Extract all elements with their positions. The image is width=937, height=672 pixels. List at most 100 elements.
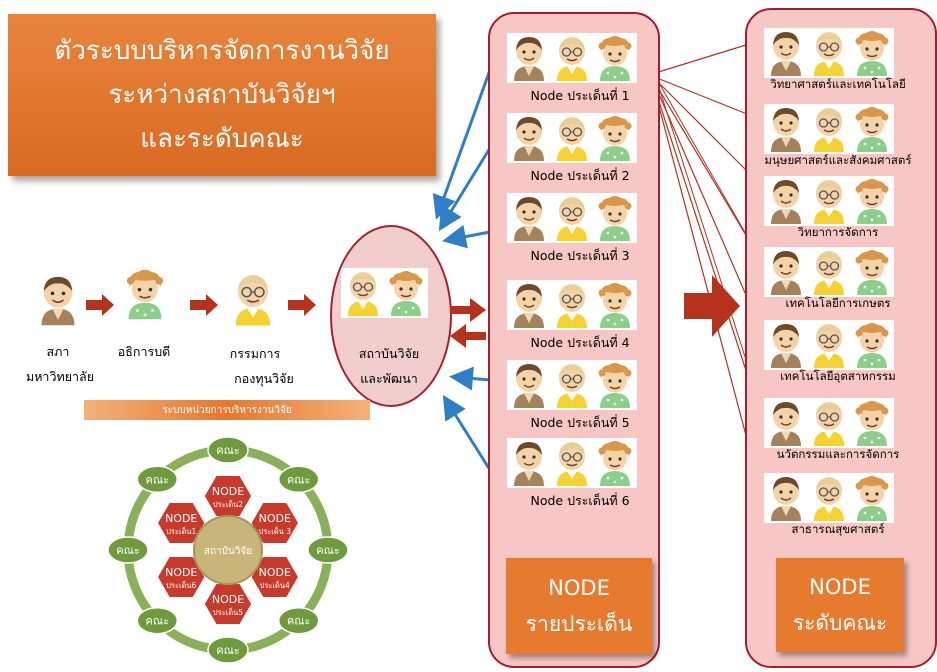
mini-diagram-header: ระบบหน่วยการบริหารงานวิจัย: [84, 400, 370, 420]
mini-faculty-ellipse: [136, 606, 179, 635]
person-green-icon: [595, 115, 635, 161]
person-brown-icon: [766, 400, 806, 446]
person-green-icon: [852, 30, 892, 76]
person-brown-icon: [509, 282, 549, 328]
person-yellow-icon: [552, 195, 592, 241]
title-line-1: ตัวระบบบริหารจัดการงานวิจัย: [54, 36, 390, 66]
issue-node-label: Node ประเด็นที่ 2: [530, 168, 630, 183]
committee-label-1: กรรมการ: [229, 346, 281, 361]
mini-faculty-ellipse: [136, 465, 179, 494]
mini-faculty-ellipse: [307, 536, 349, 564]
mini-node-label: NODE: [212, 593, 244, 606]
president-figure-icon: [125, 268, 165, 321]
mini-faculty-label: คณะ: [146, 615, 169, 628]
mini-faculty-label: คณะ: [287, 473, 310, 486]
mini-node-hexagon: [156, 555, 207, 599]
faculty-node-label: วิทยาการจัดการ: [797, 225, 879, 239]
mini-center-circle: [193, 515, 263, 585]
mini-center-label: สถาบันวิจัย: [204, 546, 252, 557]
issue-node-figures: [507, 360, 637, 410]
chain-arrow-3-icon: [288, 294, 316, 316]
person-brown-icon: [766, 249, 806, 295]
person-yellow-icon: [552, 440, 592, 486]
mini-faculty-label: คณะ: [316, 544, 339, 557]
big-arrow-icon: [684, 275, 740, 337]
mini-node-hexagon: [203, 474, 253, 518]
faculty-node-label: เทคโนโลยีการเกษตร: [785, 296, 891, 310]
fan-lines: [651, 37, 765, 499]
person-brown-icon: [766, 178, 806, 224]
person-yellow-icon: [809, 106, 849, 152]
mini-faculty-ellipse: [277, 606, 320, 635]
blue-arrows: [432, 69, 492, 471]
person-yellow-icon: [552, 282, 592, 328]
mini-faculty-label: คณะ: [216, 444, 239, 457]
faculty-node-figures: [764, 473, 894, 523]
node-issue-box: NODE รายประเด็น: [506, 558, 652, 654]
mini-node-sub: ประเด็น5: [213, 607, 243, 617]
title-line-2: ระหว่างสถาบันวิจัยฯ: [108, 80, 336, 110]
faculty-node-label: สาธารณสุขศาสตร์: [791, 522, 885, 536]
chain-arrow-1-icon: [86, 294, 114, 316]
mini-node-sub: ประเด็น2: [213, 499, 243, 509]
issue-node-figures: [507, 193, 637, 243]
mini-node-hexagon: [156, 501, 207, 545]
mini-faculty-label: คณะ: [216, 644, 239, 657]
faculty-node-figures: [764, 28, 894, 78]
mini-node-sub: ประเด็น1: [166, 526, 196, 536]
person-green-icon: [386, 270, 426, 316]
mini-node-label: NODE: [259, 566, 291, 579]
person-brown-icon: [766, 322, 806, 368]
node-issue-title: NODE: [548, 576, 610, 600]
council-label-2: มหาวิทยาลัย: [25, 369, 95, 384]
faculty-node-figures: [764, 320, 894, 370]
institute-label-2: และพัฒนา: [360, 371, 418, 386]
committee-figure-icon: [234, 274, 272, 326]
mini-node-label: NODE: [259, 512, 291, 525]
institute-figures: [341, 268, 428, 318]
issue-node-figures: [507, 280, 637, 330]
person-green-icon: [852, 400, 892, 446]
person-brown-icon: [509, 115, 549, 161]
person-yellow-icon: [809, 178, 849, 224]
faculty-node-label: นวัตกรรมและการจัดการ: [776, 447, 900, 461]
mini-node-sub: ประเด็น 3: [258, 526, 291, 536]
faculty-node-figures: [764, 398, 894, 448]
issue-node-figures: [507, 113, 637, 163]
person-green-icon: [852, 322, 892, 368]
chain-arrow-2-icon: [190, 294, 218, 316]
person-green-icon: [595, 195, 635, 241]
person-yellow-icon: [809, 249, 849, 295]
faculty-node-label: เทคโนโลยีอุตสาหกรรม: [780, 369, 896, 383]
person-brown-icon: [509, 195, 549, 241]
person-green-icon: [595, 282, 635, 328]
person-yellow-icon: [552, 35, 592, 81]
node-faculty-subtitle: ระดับคณะ: [792, 611, 888, 635]
person-green-icon: [595, 440, 635, 486]
mini-faculty-label: คณะ: [287, 615, 310, 628]
person-brown-icon: [509, 362, 549, 408]
node-faculty-title: NODE: [809, 575, 871, 599]
mini-diagram-title: ระบบหน่วยการบริหารงานวิจัย: [162, 404, 292, 416]
node-issue-subtitle: รายประเด็น: [525, 612, 633, 636]
mini-node-label: NODE: [212, 485, 244, 498]
faculty-node-label: วิทยาศาสตร์และเทคโนโลยี: [770, 77, 906, 91]
person-yellow-icon: [809, 475, 849, 521]
mini-faculty-ellipse: [207, 436, 249, 464]
issue-node-figures: [507, 438, 637, 488]
mini-node-hexagon: [203, 582, 253, 626]
issue-node-label: Node ประเด็นที่ 3: [530, 248, 630, 263]
mini-node-sub: ประเด็น6: [166, 580, 196, 590]
issue-node-label: Node ประเด็นที่ 1: [530, 88, 630, 103]
person-yellow-icon: [343, 270, 383, 316]
person-green-icon: [595, 35, 635, 81]
mini-node-hexagon: [249, 555, 300, 599]
issue-node-label: Node ประเด็นที่ 5: [530, 415, 630, 430]
faculty-node-figures: [764, 176, 894, 226]
person-brown-icon: [766, 30, 806, 76]
title-banner: ตัวระบบบริหารจัดการงานวิจัย ระหว่างสถาบั…: [8, 14, 436, 176]
person-brown-icon: [509, 35, 549, 81]
person-yellow-icon: [809, 30, 849, 76]
person-green-icon: [852, 178, 892, 224]
